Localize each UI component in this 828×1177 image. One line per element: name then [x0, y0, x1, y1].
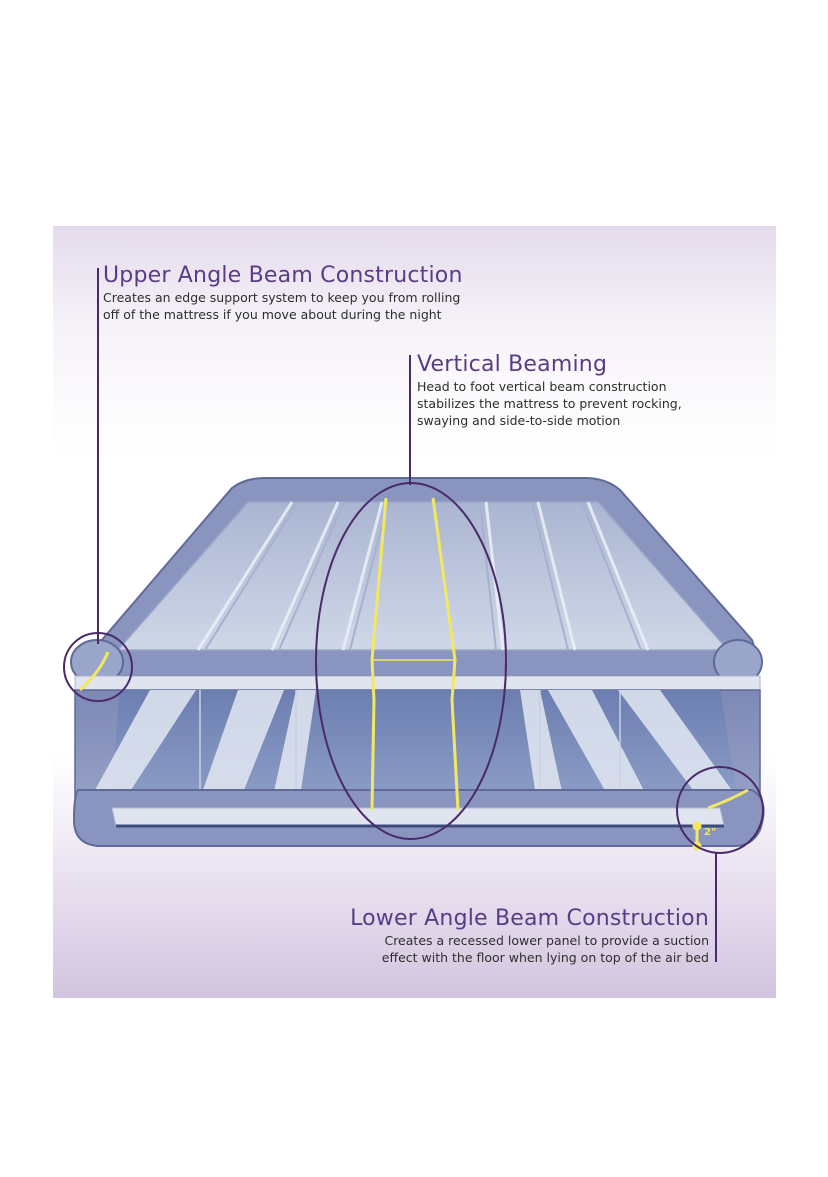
measurement-label: 2": [704, 827, 717, 838]
callout-title: Lower Angle Beam Construction: [350, 906, 709, 931]
callout-description-line: Head to foot vertical beam construction: [417, 379, 667, 394]
measurement-marker: [692, 821, 702, 851]
callout-description-line: Creates an edge support system to keep y…: [103, 290, 461, 305]
callout-description-line: stabilizes the mattress to prevent rocki…: [417, 396, 682, 411]
callout-vertical-beaming: Vertical Beaming Head to foot vertical b…: [417, 352, 682, 429]
top-surface: [116, 501, 730, 651]
middle-band: [74, 675, 761, 691]
callout-description: Creates a recessed lower panel to provid…: [350, 932, 709, 966]
callout-description-line: effect with the floor when lying on top …: [381, 950, 709, 965]
internal-beams: [84, 690, 746, 810]
callout-description: Head to foot vertical beam construction …: [417, 378, 682, 429]
callout-description-line: swaying and side-to-side motion: [417, 413, 621, 428]
callout-description-line: Creates a recessed lower panel to provid…: [384, 933, 709, 948]
callout-title: Upper Angle Beam Construction: [103, 263, 463, 288]
callout-title: Vertical Beaming: [417, 352, 608, 377]
callout-description: Creates an edge support system to keep y…: [103, 289, 463, 323]
top-ribs: [196, 501, 650, 651]
callout-lower-angle-beam: Lower Angle Beam Construction Creates a …: [350, 906, 709, 966]
upper-angle-highlight: [78, 651, 110, 692]
lower-angle-highlight: [707, 788, 749, 810]
callout-markers: [63, 268, 764, 962]
vertical-beam-highlight: [370, 497, 460, 811]
callout-description-line: off of the mattress if you move about du…: [103, 307, 442, 322]
lower-surface: [111, 807, 725, 827]
callout-upper-angle-beam: Upper Angle Beam Construction Creates an…: [103, 263, 463, 323]
